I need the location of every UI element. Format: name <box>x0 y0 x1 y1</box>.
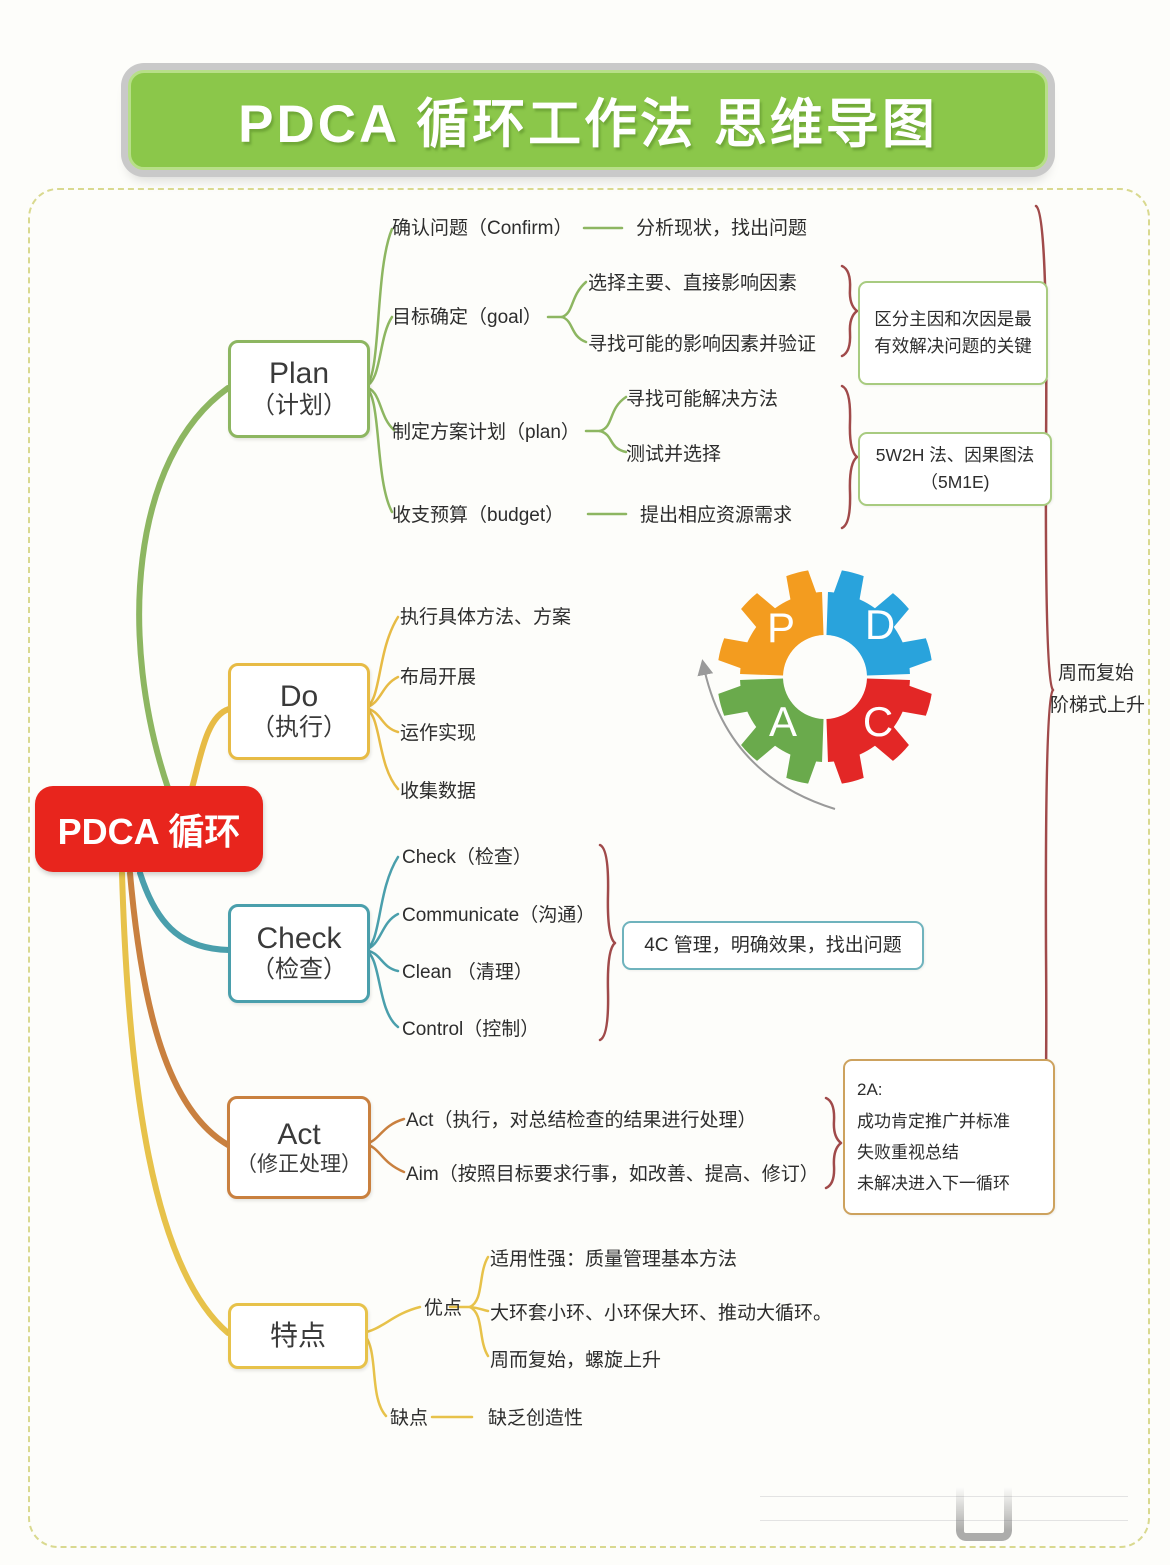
plan-scheme-sub2: 测试并选择 <box>626 444 722 465</box>
check-title-en: Check <box>256 921 342 955</box>
node-act: Act （修正处理） <box>227 1096 371 1199</box>
do-item-2: 布局开展 <box>400 667 477 688</box>
do-item-1: 执行具体方法、方案 <box>400 607 572 628</box>
act-note-line-2: 失败重视总结 <box>857 1143 959 1162</box>
plan-item-scheme: 制定方案计划（plan） <box>392 422 580 443</box>
act-title-zh: （修正处理） <box>236 1153 362 1177</box>
do-title-en: Do <box>279 679 319 713</box>
act-note-line-3: 未解决进入下一循环 <box>857 1174 1010 1194</box>
goal-note-box: 区分主因和次因是最有效解决问题的关键 <box>858 281 1048 385</box>
features-con-1: 缺乏创造性 <box>488 1408 584 1429</box>
plan-goal-sub1: 选择主要、直接影响因素 <box>588 273 798 294</box>
act-note-box: 2A: 成功肯定推广并标准 失败重视总结 未解决进入下一循环 <box>843 1059 1055 1215</box>
act-title-en: Act <box>277 1117 321 1151</box>
do-item-4: 收集数据 <box>400 781 477 802</box>
features-pro-3: 周而复始，螺旋上升 <box>490 1350 662 1371</box>
plan-scheme-sub1: 寻找可能解决方法 <box>626 389 779 410</box>
mindmap-frame <box>28 188 1150 1548</box>
plan-budget-note: 提出相应资源需求 <box>640 505 793 526</box>
scheme-note-box: 5W2H 法、因果图法（5M1E) <box>858 432 1052 506</box>
watermark-line <box>760 1496 1128 1497</box>
check-item-3: Clean （清理） <box>402 962 533 983</box>
central-node-label: PDCA 循环 <box>57 811 241 852</box>
act-item-1: Act（执行，对总结检查的结果进行处理） <box>406 1110 757 1131</box>
central-node: PDCA 循环 <box>35 786 263 872</box>
check-title-zh: （检查） <box>251 956 347 984</box>
check-note-box: 4C 管理，明确效果，找出问题 <box>622 921 924 970</box>
page-title: PDCA 循环工作法 思维导图 <box>238 95 938 154</box>
node-check: Check （检查） <box>228 904 370 1003</box>
plan-goal-sub2: 寻找可能的影响因素并验证 <box>588 334 817 355</box>
check-item-1: Check（检查） <box>402 847 532 868</box>
features-cons-label: 缺点 <box>390 1408 429 1429</box>
plan-title-zh: （计划） <box>251 391 347 419</box>
do-item-3: 运作实现 <box>400 723 477 744</box>
act-note-title: 2A: <box>857 1080 883 1100</box>
features-pro-1: 适用性强：质量管理基本方法 <box>490 1249 738 1270</box>
node-plan: Plan （计划） <box>228 340 370 438</box>
features-pros-label: 优点 <box>424 1298 463 1319</box>
watermark-line <box>760 1520 1128 1521</box>
check-item-4: Control（控制） <box>402 1019 540 1040</box>
features-title: 特点 <box>269 1320 326 1352</box>
plan-item-confirm: 确认问题（Confirm） <box>392 218 573 239</box>
cycle-note-line2: 阶梯式上升 <box>1050 695 1146 717</box>
node-do: Do （执行） <box>228 663 370 760</box>
node-features: 特点 <box>228 1303 368 1369</box>
features-pro-2: 大环套小环、小环保大环、推动大循环。 <box>490 1303 833 1324</box>
do-title-zh: （执行） <box>251 714 347 742</box>
watermark-artifact <box>956 1487 1012 1541</box>
plan-item-confirm-note: 分析现状，找出问题 <box>636 218 808 239</box>
check-item-2: Communicate（沟通） <box>402 905 596 926</box>
act-item-2: Aim（按照目标要求行事，如改善、提高、修订） <box>406 1164 819 1185</box>
plan-item-budget: 收支预算（budget） <box>392 505 565 526</box>
plan-title-en: Plan <box>268 357 330 391</box>
title-banner: PDCA 循环工作法 思维导图 <box>128 70 1048 170</box>
cycle-note-line1: 周而复始 <box>1058 663 1135 684</box>
plan-item-goal: 目标确定（goal） <box>392 307 542 328</box>
act-note-line-1: 成功肯定推广并标准 <box>857 1111 1010 1131</box>
cycle-note: 周而复始 阶梯式上升 <box>1050 658 1145 723</box>
